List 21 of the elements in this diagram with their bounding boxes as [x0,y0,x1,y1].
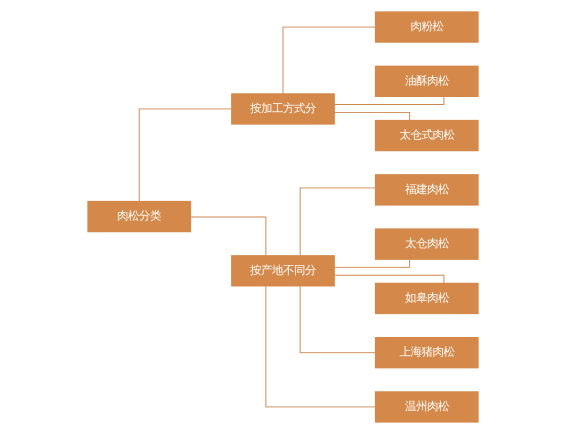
node-box: 太仓式肉松 [374,120,479,152]
node-box: 如皋肉松 [374,282,479,314]
connector [334,96,444,105]
connector [334,258,410,268]
connector [138,108,232,202]
node-box: 上海猪肉松 [374,336,479,368]
node-box: 福建肉松 [374,174,479,206]
node-box: 油酥肉松 [374,66,479,98]
connector [334,112,410,121]
node-box: 肉粉松 [374,11,479,43]
node-box: 温州肉松 [374,391,479,423]
node-box: 按加工方式分 [231,93,335,125]
node-box: 按产地不同分 [231,255,335,286]
node-box: 肉松分类 [87,200,192,232]
connector [265,286,376,408]
connector [190,216,266,256]
connector [300,187,376,256]
connector [334,274,444,284]
node-box: 太仓肉松 [374,228,479,260]
connector [300,286,376,354]
connector [282,26,376,94]
